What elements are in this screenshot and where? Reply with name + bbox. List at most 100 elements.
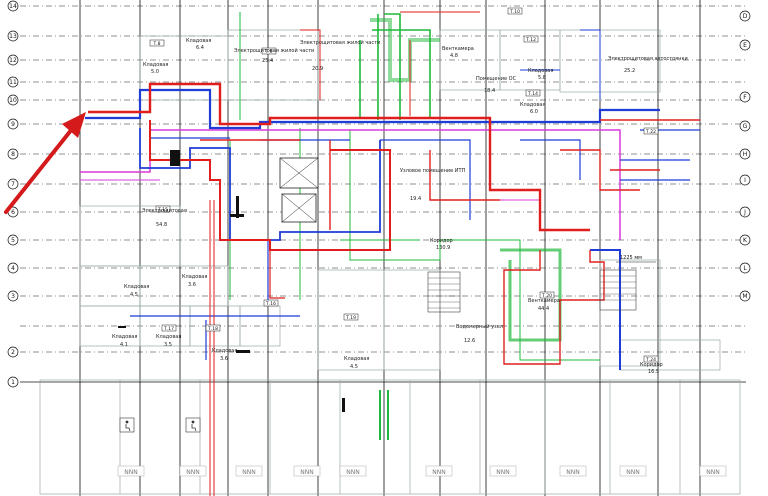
svg-text:6: 6 [11,209,15,216]
svg-text:2: 2 [11,349,15,356]
svg-text:Т.20: Т.20 [541,293,552,299]
svg-text:130.9: 130.9 [436,245,450,251]
svg-text:NNN: NNN [186,469,199,476]
svg-text:12.6: 12.6 [464,338,475,344]
equipment-marks [118,150,345,412]
right-axis-markers: D E F G H I J K L M [739,10,751,302]
accessible-parking-icon [185,417,201,433]
svg-text:H: H [743,151,748,158]
svg-text:Т.10: Т.10 [509,9,520,15]
svg-text:5.8: 5.8 [538,75,546,81]
parking-hatching: NNN NNN NNN NNN NNN NNN NNN NNN NNN NNN [117,465,727,477]
svg-text:25.2: 25.2 [624,68,635,74]
svg-text:Кладовая: Кладовая [528,68,553,74]
svg-text:Электрощитовая автостоянки: Электрощитовая автостоянки [608,56,688,62]
svg-text:E: E [743,42,747,49]
svg-text:4.1: 4.1 [120,342,128,348]
room-label: Электрощитовая жилой части 20.9 [300,39,380,72]
svg-text:Кладовая: Кладовая [156,334,181,340]
svg-text:Т.18: Т.18 [207,326,218,332]
svg-text:NNN: NNN [124,469,137,476]
svg-text:44.4: 44.4 [538,306,549,312]
svg-text:Т.24: Т.24 [645,357,656,363]
svg-text:5: 5 [11,237,15,244]
room-label: Электрощитовая автостоянки 25.2 [608,56,688,74]
svg-text:Кладовая: Кладовая [344,356,369,362]
svg-text:12: 12 [9,57,17,64]
svg-text:Кладовая: Кладовая [186,38,211,44]
svg-text:20.9: 20.9 [312,66,323,72]
svg-text:3.5: 3.5 [164,342,172,348]
svg-text:Кладовая: Кладовая [182,274,207,280]
svg-text:I: I [744,177,746,184]
svg-text:Коридор: Коридор [430,238,453,244]
svg-text:25.4: 25.4 [262,58,273,64]
svg-text:Т.15: Т.15 [157,207,168,213]
room-tags: Т.8 Т.9 Т.10 Т.12 Т.14 Т.15 Т.16 Т.17 Т.… [149,7,659,363]
svg-text:NNN: NNN [432,469,445,476]
svg-text:Электрощитовая: Электрощитовая [142,208,187,214]
svg-text:Кладовая: Кладовая [143,62,168,68]
svg-text:7: 7 [11,181,15,188]
svg-text:3.6: 3.6 [188,282,196,288]
svg-text:Т.14: Т.14 [527,91,538,97]
svg-text:5.0: 5.0 [151,69,159,75]
svg-text:54.8: 54.8 [156,222,167,228]
svg-text:Кладовая: Кладовая [520,102,545,108]
svg-text:M: M [742,293,747,300]
red-arrow-icon [4,112,86,214]
svg-text:8: 8 [11,151,15,158]
svg-text:Электрощитовая жилой части: Электрощитовая жилой части [234,47,314,54]
svg-text:D: D [743,13,748,20]
svg-text:Электрощитовая жилой части: Электрощитовая жилой части [300,39,380,46]
svg-text:L: L [743,265,747,272]
accessible-parking-icon [119,417,135,433]
svg-text:18.4: 18.4 [484,88,495,94]
svg-text:10: 10 [9,97,17,104]
svg-text:NNN: NNN [626,469,639,476]
svg-text:Т.12: Т.12 [525,37,536,43]
svg-text:4: 4 [11,265,15,272]
svg-text:Т.16: Т.16 [265,301,276,307]
staircase [427,269,637,313]
svg-text:Т.19: Т.19 [345,315,356,321]
room-walls [39,29,741,495]
svg-text:1: 1 [11,379,15,386]
svg-text:4.5: 4.5 [350,364,358,370]
svg-text:14: 14 [9,3,17,10]
room-label: Кладовая 3.5 [156,334,181,348]
svg-text:Помещение ОС: Помещение ОС [476,76,517,82]
svg-text:Кладовая: Кладовая [124,284,149,290]
svg-text:NNN: NNN [242,469,255,476]
svg-text:6.0: 6.0 [530,109,538,115]
room-label: Электрощитовая 54.8 [142,208,187,228]
svg-text:Т.8: Т.8 [152,41,160,47]
svg-text:3: 3 [11,293,15,300]
svg-text:NNN: NNN [346,469,359,476]
lift-shafts [279,157,319,223]
svg-text:9: 9 [11,121,15,128]
svg-text:G: G [743,123,748,130]
svg-text:Венткамера: Венткамера [528,298,560,304]
dimension-label: 1225 мм [616,255,656,263]
room-label: Венткамера 44.4 [528,298,560,312]
svg-text:Узловое помещение ИТП: Узловое помещение ИТП [400,168,466,174]
room-label: Кладовая 3.6 [182,274,207,288]
room-label: Помещение ОС 18.4 [476,76,517,94]
exhaust-duct [85,29,700,370]
svg-text:6.4: 6.4 [196,45,204,51]
svg-text:J: J [743,209,746,216]
svg-text:3.6: 3.6 [220,356,228,362]
svg-text:1225 мм: 1225 мм [620,255,642,261]
